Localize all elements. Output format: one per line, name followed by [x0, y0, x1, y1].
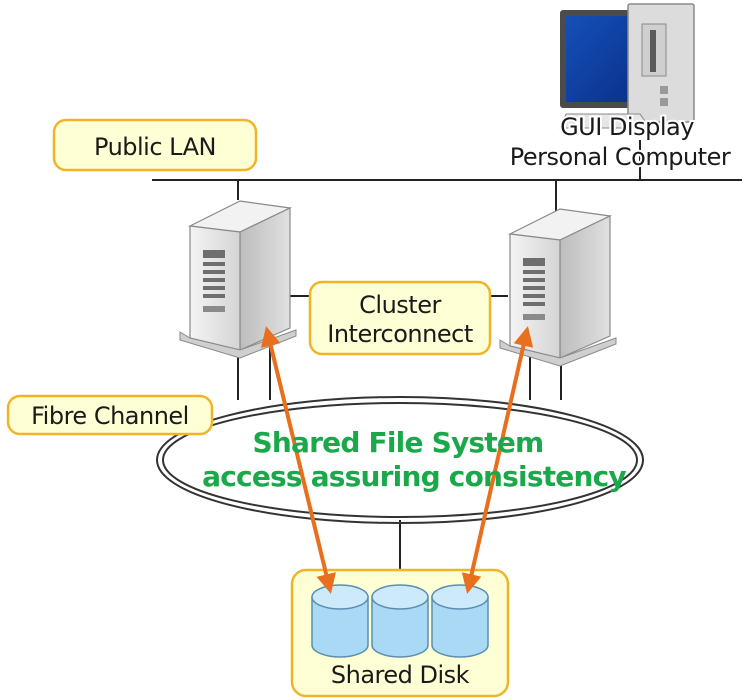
- shared-file-system-line2: access assuring consistency: [202, 460, 626, 493]
- cluster-interconnect-line1: Cluster: [359, 291, 441, 319]
- shared-disk-label: Shared Disk: [331, 661, 470, 689]
- fibre-channel-label-box: Fibre Channel: [6, 394, 214, 436]
- personal-computer-icon: [559, 3, 695, 129]
- access-arrow-left: [261, 326, 336, 594]
- disk-cylinder-icon: [371, 584, 429, 658]
- gui-display-line2: Personal Computer: [510, 143, 731, 171]
- public-lan-label: Public LAN: [94, 133, 216, 161]
- disk-cylinder-icon: [431, 584, 489, 658]
- server-icon: [179, 200, 297, 359]
- gui-display-line1: GUI Display: [560, 113, 694, 141]
- access-arrows: [261, 326, 534, 594]
- shared-disk-group: Shared Disk: [290, 568, 510, 698]
- server-icon: [499, 208, 617, 367]
- cluster-interconnect-label-box: Cluster Interconnect: [308, 280, 492, 356]
- shared-file-system-line1: Shared File System: [253, 426, 544, 459]
- public-lan-label-box: Public LAN: [52, 118, 258, 172]
- disk-cylinder-icon: [311, 584, 369, 658]
- fibre-channel-label: Fibre Channel: [31, 402, 189, 430]
- cluster-interconnect-line2: Interconnect: [327, 320, 473, 348]
- access-arrow-right: [461, 326, 534, 594]
- fibre-channel-ring: [156, 396, 644, 524]
